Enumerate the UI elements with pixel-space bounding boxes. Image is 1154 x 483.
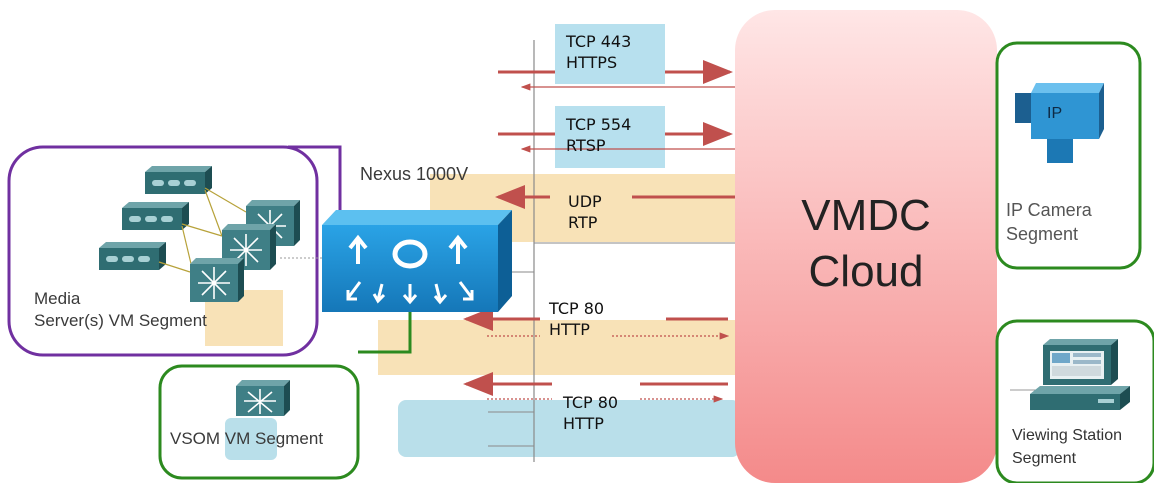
vsom-segment-label: VSOM VM Segment	[170, 429, 324, 448]
nexus-switch-icon	[322, 210, 512, 312]
viewing-station-segment-label: Viewing Station Segment	[1012, 424, 1122, 470]
ip-camera-segment-label: IP Camera Segment	[1006, 198, 1092, 246]
viewing-station-segment-line1: Viewing Station	[1012, 427, 1122, 444]
vmdc-cloud	[735, 10, 997, 483]
flow-rtsp-label: TCP 554 RTSP	[566, 114, 631, 156]
workstation-icon	[1030, 339, 1130, 410]
flow-http-line1: TCP 80	[549, 299, 605, 318]
workgroup-switch-icon	[236, 380, 290, 416]
flow-rtp-line2: RTP	[568, 213, 598, 232]
media-segment-label: Media Server(s) VM Segment	[34, 288, 207, 332]
vsom-blue-block	[225, 418, 277, 460]
viewing-station-segment-box	[995, 319, 1154, 483]
vmdc-cloud-label: VMDC Cloud	[735, 188, 997, 300]
vsom-http-band	[398, 400, 740, 457]
vmdc-cloud-line2: Cloud	[808, 247, 924, 296]
ip-camera-segment-line1: IP Camera	[1006, 200, 1092, 220]
vsom-segment-box	[158, 364, 360, 480]
ip-camera-segment-line2: Segment	[1006, 224, 1079, 244]
flow-rtp-label: UDP RTP	[568, 191, 602, 233]
ip-camera-icon	[1015, 83, 1104, 163]
media-segment-label-line1: Media	[34, 289, 81, 308]
ip-camera-segment-box	[995, 41, 1142, 270]
flow-rtsp-line2: RTSP	[566, 136, 606, 155]
workgroup-switch-icon	[190, 258, 244, 302]
media-connector	[288, 145, 342, 210]
flow-rtsp-line1: TCP 554	[566, 115, 632, 134]
https-label-box	[555, 24, 665, 84]
server-icon	[122, 202, 189, 230]
flow-https-line2: HTTPS	[566, 53, 618, 72]
flow-vsom-http-line1: TCP 80	[563, 393, 619, 412]
viewing-station-segment-line2: Segment	[1012, 450, 1077, 467]
server-icon	[99, 242, 166, 270]
flow-rtp-line1: UDP	[568, 192, 602, 211]
flow-vsom-http-line2: HTTP	[563, 414, 604, 433]
flow-https-line1: TCP 443	[566, 32, 632, 51]
server-icon	[145, 166, 212, 194]
nexus-1000v-label: Nexus 1000V	[360, 164, 469, 184]
media-segment-box	[7, 145, 319, 357]
rtsp-label-box	[555, 106, 665, 168]
media-segment-label-line2: Server(s) VM Segment	[34, 311, 207, 330]
flow-vsom-http-label: TCP 80 HTTP	[563, 392, 618, 434]
http-band	[378, 320, 740, 375]
flow-https-label: TCP 443 HTTPS	[566, 31, 631, 73]
ip-camera-icon-text: IP	[1047, 105, 1063, 122]
server-switch-links	[158, 187, 247, 273]
flow-http-label: TCP 80 HTTP	[549, 298, 604, 340]
vsom-connector	[358, 312, 412, 354]
vmdc-cloud-line1: VMDC	[801, 191, 931, 240]
flow-http-line2: HTTP	[549, 320, 590, 339]
